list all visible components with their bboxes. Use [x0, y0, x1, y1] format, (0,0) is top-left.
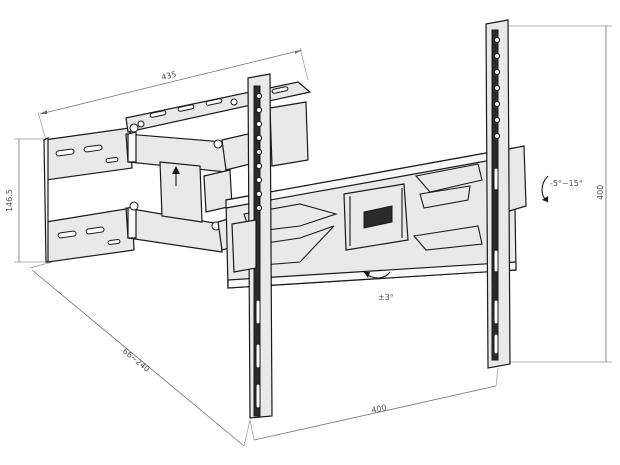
dimension-vesa-width	[249, 367, 499, 441]
left-height-label: 146.5	[5, 189, 14, 212]
swivel-range-label: ±3°	[378, 293, 394, 302]
right-vertical-bracket	[485, 19, 511, 369]
tilt-range-label: -5°~15°	[550, 179, 583, 188]
wall-plate	[43, 127, 135, 263]
dimension-extension	[29, 261, 251, 447]
tilt-arrow-icon	[541, 175, 549, 203]
swivel-arrow-icon	[363, 271, 391, 279]
extension-label: 66~240	[121, 347, 152, 374]
vesa-height-label: 400	[596, 185, 605, 200]
vesa-width-label: 400	[371, 403, 388, 415]
dimension-left-height	[14, 138, 48, 263]
tv-crossbar	[225, 145, 527, 289]
left-vertical-bracket	[231, 73, 273, 419]
dimension-vesa-height	[506, 25, 612, 363]
top-width-label: 435	[160, 70, 177, 82]
dimension-top-width	[37, 47, 309, 141]
